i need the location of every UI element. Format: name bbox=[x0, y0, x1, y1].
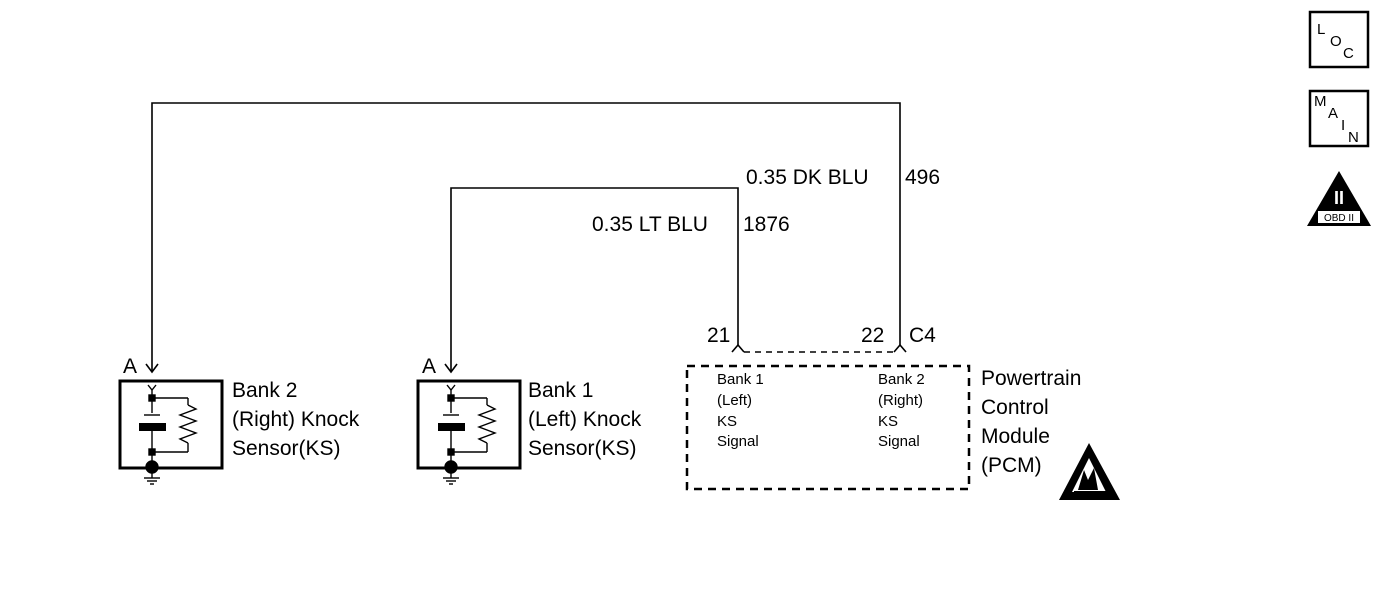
loc-icon[interactable]: L O C bbox=[1308, 10, 1370, 69]
main-icon-letter: N bbox=[1348, 129, 1359, 146]
main-icon-letter: I bbox=[1341, 117, 1345, 134]
main-icon-letter: A bbox=[1328, 105, 1338, 122]
sensor-label-line3: Sensor(KS) bbox=[528, 437, 637, 460]
pcm-signal-bank2-line2: (Right) bbox=[878, 392, 923, 409]
knock-sensor-bank2: A Bank 2 (Right) Knock Sensor(KS) bbox=[118, 355, 360, 485]
pcm-label-line1: Powertrain bbox=[981, 367, 1081, 390]
pcm-label-line4: (PCM) bbox=[981, 454, 1042, 477]
esd-warning-icon bbox=[1059, 443, 1120, 500]
sensor-pin-label: A bbox=[123, 355, 137, 378]
pcm-box bbox=[685, 364, 971, 491]
pcm-signal-bank2-line3: KS bbox=[878, 413, 898, 430]
pcm-signal-bank1-line3: KS bbox=[717, 413, 737, 430]
connector-terminal bbox=[893, 343, 907, 353]
pcm-signal-bank2-line4: Signal bbox=[878, 433, 920, 450]
knock-sensor-symbol bbox=[438, 384, 497, 485]
wire-dk-blu bbox=[151, 102, 901, 372]
obd-ii-icon[interactable]: II OBD II bbox=[1307, 171, 1371, 226]
main-icon[interactable]: M A I N bbox=[1308, 89, 1370, 148]
pcm-module: Bank 1 (Left) KS Signal Bank 2 (Right) K… bbox=[685, 364, 1081, 491]
sensor-label-line1: Bank 1 bbox=[528, 379, 593, 402]
obd-text: OBD II bbox=[1324, 213, 1354, 224]
sensor-label-line2: (Left) Knock bbox=[528, 408, 642, 431]
knock-sensor-bank1: A Bank 1 (Left) Knock Sensor(KS) bbox=[416, 355, 642, 485]
wire-dk-blu-circuit: 496 bbox=[905, 166, 940, 189]
pcm-label-line3: Module bbox=[981, 425, 1050, 448]
sensor-label-line3: Sensor(KS) bbox=[232, 437, 341, 460]
loc-icon-letter: O bbox=[1330, 33, 1342, 50]
sensor-box bbox=[416, 379, 522, 470]
loc-icon-letter: L bbox=[1317, 21, 1325, 38]
obd-roman: II bbox=[1334, 188, 1344, 208]
connector-id: C4 bbox=[909, 324, 936, 347]
pin-21: 21 bbox=[707, 324, 730, 347]
sensor-box bbox=[118, 379, 224, 470]
arrow-head bbox=[444, 363, 458, 374]
loc-icon-letter: C bbox=[1343, 45, 1354, 62]
connector-terminal bbox=[731, 343, 745, 353]
wire-lt-blu bbox=[450, 187, 739, 372]
wire-dk-blu-label: 0.35 DK BLU bbox=[746, 166, 869, 189]
sensor-label-line2: (Right) Knock bbox=[232, 408, 360, 431]
pin-22: 22 bbox=[861, 324, 884, 347]
pcm-signal-bank1-line1: Bank 1 bbox=[717, 371, 764, 388]
wire-lt-blu-label: 0.35 LT BLU bbox=[592, 213, 708, 236]
pcm-signal-bank1-line4: Signal bbox=[717, 433, 759, 450]
knock-sensor-symbol bbox=[139, 384, 198, 485]
pcm-signal-bank1-line2: (Left) bbox=[717, 392, 752, 409]
sensor-label-line1: Bank 2 bbox=[232, 379, 297, 402]
arrow-head bbox=[145, 363, 159, 374]
main-icon-letter: M bbox=[1314, 93, 1327, 110]
pcm-label-line2: Control bbox=[981, 396, 1049, 419]
wire-lt-blu-circuit: 1876 bbox=[743, 213, 790, 236]
pcm-signal-bank2-line1: Bank 2 bbox=[878, 371, 925, 388]
sensor-pin-label: A bbox=[422, 355, 436, 378]
